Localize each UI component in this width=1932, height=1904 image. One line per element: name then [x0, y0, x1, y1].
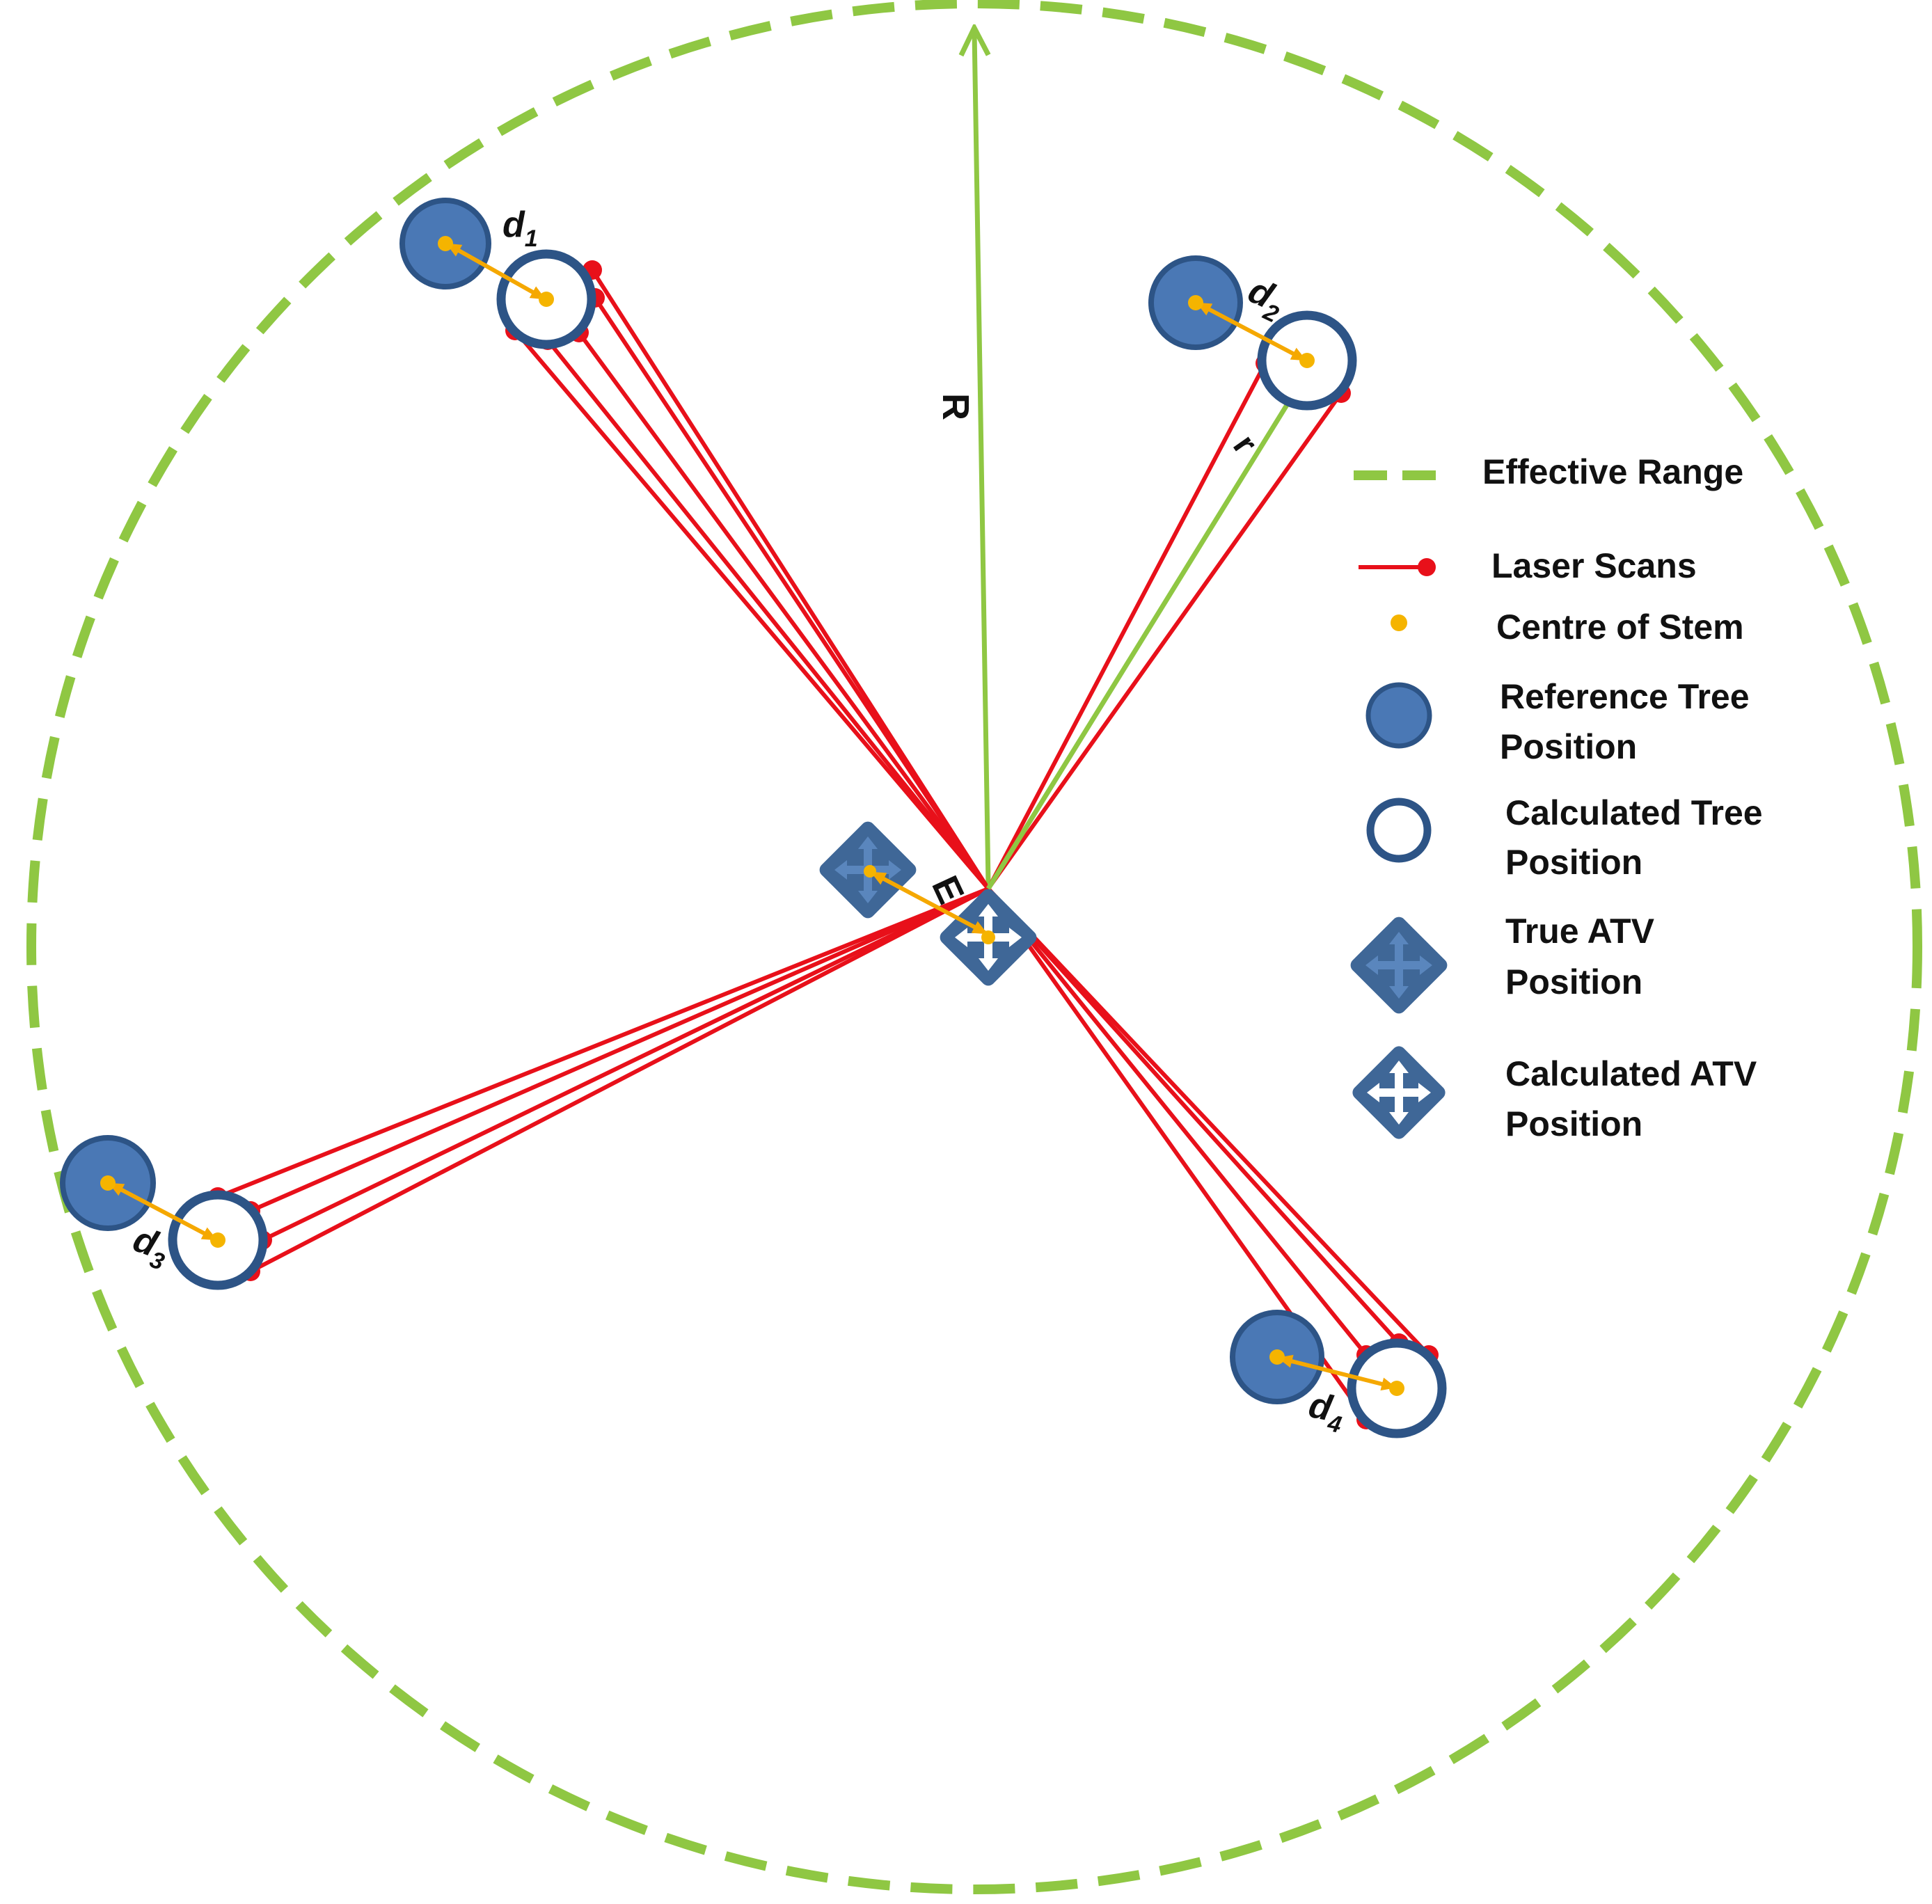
scan-radius-arrow — [986, 372, 1307, 890]
legend-calculated-atv-line1: Calculated ATV — [1505, 1054, 1757, 1093]
atv-centre-dot — [981, 930, 995, 944]
atv-true-dot — [864, 865, 876, 878]
legend-reference-tree-icon — [1365, 682, 1432, 749]
legend-laser-dot — [1418, 558, 1436, 576]
offset-label-d4: d4 — [1304, 1385, 1348, 1438]
legend-stem-centre-icon — [1391, 614, 1407, 631]
legend-true-atv-line2: Position — [1505, 962, 1642, 1001]
laser-scans-tree-2 — [986, 362, 1343, 890]
effective-range-circle — [26, 0, 1922, 1894]
legend-calculated-tree-line2: Position — [1505, 843, 1642, 882]
legend-calculated-tree-icon — [1366, 798, 1432, 863]
laser-scans-tree-3 — [216, 887, 990, 1274]
legend-laser-scans: Laser Scans — [1491, 546, 1697, 585]
legend-effective-range: Effective Range — [1482, 452, 1743, 491]
legend-calculated-tree-line1: Calculated Tree — [1505, 793, 1763, 832]
legend-reference-tree-line1: Reference Tree — [1500, 677, 1750, 716]
laser-scans-tree-1 — [513, 269, 990, 890]
radius-label-R: R — [935, 393, 976, 420]
stem-centres — [100, 236, 1404, 1396]
legend: Effective Range Laser Scans Centre of St… — [1350, 452, 1763, 1143]
legend-calculated-atv-icon — [1352, 1046, 1446, 1139]
legend-reference-tree-line2: Position — [1500, 727, 1637, 766]
offset-label-d1: d1 — [502, 205, 538, 252]
legend-centre-of-stem: Centre of Stem — [1496, 608, 1744, 646]
legend-true-atv-line1: True ATV — [1505, 912, 1655, 951]
atv-error-arrow — [870, 871, 988, 935]
range-radius-arrow — [974, 31, 991, 884]
offset-arrows — [108, 243, 1397, 1391]
offset-label-d3: d3 — [125, 1219, 175, 1276]
legend-calculated-atv-line2: Position — [1505, 1104, 1642, 1143]
radius-label-r: r — [1226, 427, 1265, 461]
legend-true-atv-icon — [1350, 917, 1448, 1014]
